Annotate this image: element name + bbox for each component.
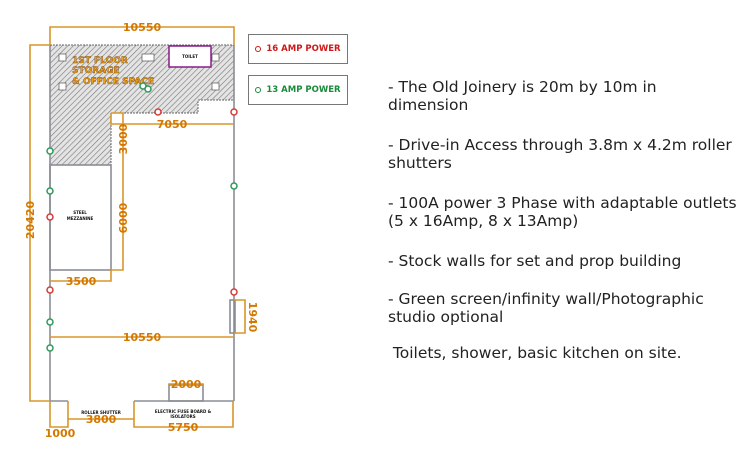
green-outlet-icon bbox=[46, 187, 54, 195]
dim-corner: 1000 bbox=[45, 427, 76, 440]
toilet-label: TOILET bbox=[182, 54, 198, 59]
dim-upper-step: 7050 bbox=[157, 118, 188, 131]
legend-16-amp-label: 16 AMP POWER bbox=[266, 44, 341, 54]
dimension-lines bbox=[29, 26, 246, 428]
area-label-line-2: STORAGE bbox=[72, 66, 120, 76]
mezzanine-label-2: MEZZANINE bbox=[67, 216, 94, 221]
green-outlet-icon bbox=[144, 85, 152, 93]
dimension-labels: 10550 20420 7050 3000 6000 3500 1940 105… bbox=[24, 21, 259, 440]
note-access: - Drive-in Access through 3.8m x 4.2m ro… bbox=[388, 136, 732, 172]
fuse-board-label-1: ELECTRIC FUSE BOARD & bbox=[155, 409, 212, 414]
description-notes: - The Old Joinery is 20m by 10m in dimen… bbox=[388, 78, 738, 384]
dim-fuse-board: 5750 bbox=[168, 421, 199, 434]
red-outlet-icon bbox=[46, 213, 54, 221]
columns bbox=[58, 53, 220, 91]
green-outlet-icon bbox=[255, 87, 262, 93]
mezzanine-label-1: STEEL bbox=[73, 210, 87, 215]
green-outlet-icon bbox=[46, 344, 54, 352]
floor-plan: TOILET 1ST FLOOR STORAGE & OFFICE SPACE … bbox=[24, 21, 259, 440]
toilet-room bbox=[168, 45, 212, 68]
note-power: - 100A power 3 Phase with adaptable outl… bbox=[388, 194, 737, 230]
dim-upper-depth: 3000 bbox=[117, 123, 130, 154]
red-outlet-icon bbox=[154, 108, 162, 116]
red-outlet-icon bbox=[230, 288, 238, 296]
green-outlet-icon bbox=[230, 182, 238, 190]
note-walls: - Stock walls for set and prop building bbox=[388, 252, 682, 270]
dim-total-length: 20420 bbox=[24, 201, 37, 240]
dim-side-door: 1940 bbox=[246, 302, 259, 333]
red-outlet-icon bbox=[46, 286, 54, 294]
dim-fuse-recess: 2000 bbox=[171, 378, 202, 391]
area-label-line-3: & OFFICE SPACE bbox=[72, 77, 154, 87]
dim-mezzanine-width: 3500 bbox=[66, 275, 97, 288]
area-label: 1ST FLOOR STORAGE & OFFICE SPACE bbox=[72, 56, 155, 87]
red-outlet-icon bbox=[255, 46, 262, 52]
dim-shutter: 3800 bbox=[86, 413, 117, 426]
dim-top-width: 10550 bbox=[123, 21, 162, 34]
area-label-line-1: 1ST FLOOR bbox=[72, 56, 128, 66]
legend-13-amp: 13 AMP POWER bbox=[248, 75, 348, 105]
power-outlets bbox=[46, 82, 238, 352]
legend-16-amp: 16 AMP POWER bbox=[248, 34, 348, 64]
roller-shutter-label: ROLLER SHUTTER bbox=[81, 410, 121, 415]
red-outlet-icon bbox=[230, 108, 238, 116]
fuse-board-label-2: ISOLATORS bbox=[170, 414, 195, 419]
legend-13-amp-label: 13 AMP POWER bbox=[266, 85, 341, 95]
note-studio: - Green screen/infinity wall/Photographi… bbox=[388, 290, 704, 326]
green-outlet-icon bbox=[46, 147, 54, 155]
note-dimension: - The Old Joinery is 20m by 10m in dimen… bbox=[388, 78, 657, 114]
dim-mid-width: 10550 bbox=[123, 331, 162, 344]
note-facilities: Toilets, shower, basic kitchen on site. bbox=[388, 344, 682, 362]
dim-mezzanine-depth: 6000 bbox=[117, 202, 130, 233]
green-outlet-icon bbox=[46, 318, 54, 326]
